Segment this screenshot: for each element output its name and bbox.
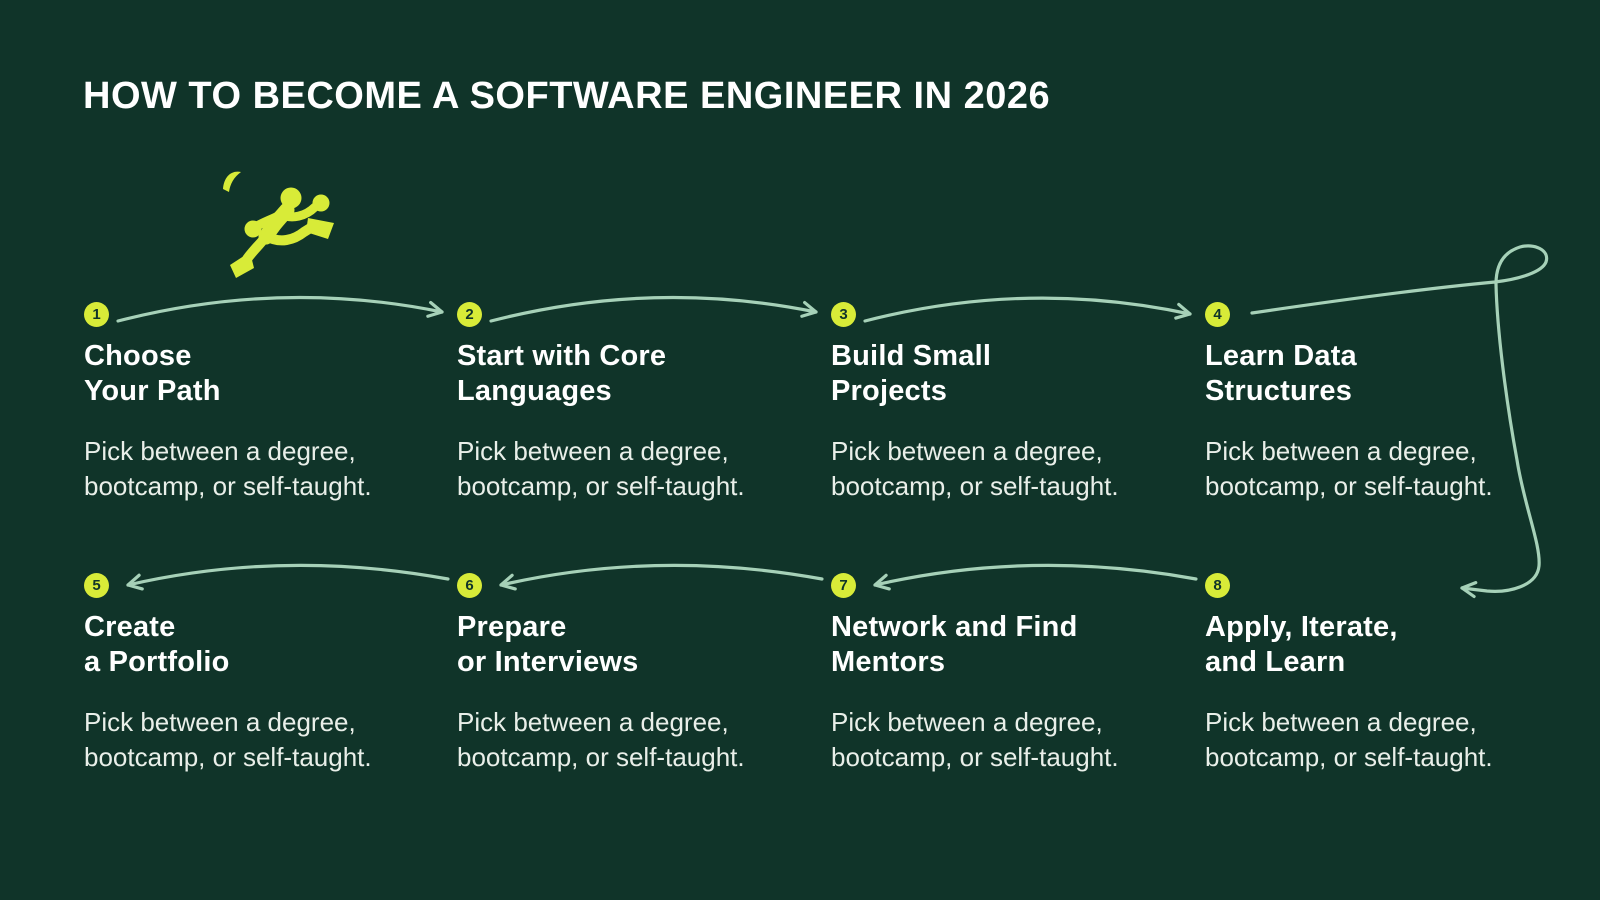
step-3-description: Pick between a degree, bootcamp, or self… <box>831 436 1119 501</box>
step-1-title: Choose Your Path <box>84 340 221 407</box>
step-5: 5 Create a Portfolio Pick between a degr… <box>84 573 434 775</box>
step-5-title: Create a Portfolio <box>84 611 230 678</box>
step-7-title: Network and Find Mentors <box>831 611 1078 678</box>
step-6-number-badge: 6 <box>457 573 482 598</box>
running-person-icon <box>223 171 334 278</box>
step-5-number-badge: 5 <box>84 573 109 598</box>
step-6-title: Prepare or Interviews <box>457 611 639 678</box>
step-2-number-badge: 2 <box>457 302 482 327</box>
step-8-number-badge: 8 <box>1205 573 1230 598</box>
step-7: 7 Network and Find Mentors Pick between … <box>831 573 1181 775</box>
step-3-title: Build Small Projects <box>831 340 992 407</box>
step-7-description: Pick between a degree, bootcamp, or self… <box>831 707 1119 772</box>
step-6-description: Pick between a degree, bootcamp, or self… <box>457 707 745 772</box>
step-7-number-badge: 7 <box>831 573 856 598</box>
page-title: HOW TO BECOME A SOFTWARE ENGINEER IN 202… <box>83 75 1051 117</box>
step-2-title: Start with Core Languages <box>457 340 667 407</box>
step-4-title: Learn Data Structures <box>1205 340 1357 407</box>
step-8-title: Apply, Iterate, and Learn <box>1205 611 1398 678</box>
step-8-description: Pick between a degree, bootcamp, or self… <box>1205 707 1493 772</box>
step-5-description: Pick between a degree, bootcamp, or self… <box>84 707 372 772</box>
step-1-number-badge: 1 <box>84 302 109 327</box>
step-4-description: Pick between a degree, bootcamp, or self… <box>1205 436 1493 501</box>
step-6: 6 Prepare or Interviews Pick between a d… <box>457 573 807 775</box>
step-3-number-badge: 3 <box>831 302 856 327</box>
step-1: 1 Choose Your Path Pick between a degree… <box>84 302 434 504</box>
step-2: 2 Start with Core Languages Pick between… <box>457 302 807 504</box>
step-4-number-badge: 4 <box>1205 302 1230 327</box>
step-3: 3 Build Small Projects Pick between a de… <box>831 302 1181 504</box>
step-4: 4 Learn Data Structures Pick between a d… <box>1205 302 1555 504</box>
step-8: 8 Apply, Iterate, and Learn Pick between… <box>1205 573 1555 775</box>
step-2-description: Pick between a degree, bootcamp, or self… <box>457 436 745 501</box>
step-1-description: Pick between a degree, bootcamp, or self… <box>84 436 372 501</box>
